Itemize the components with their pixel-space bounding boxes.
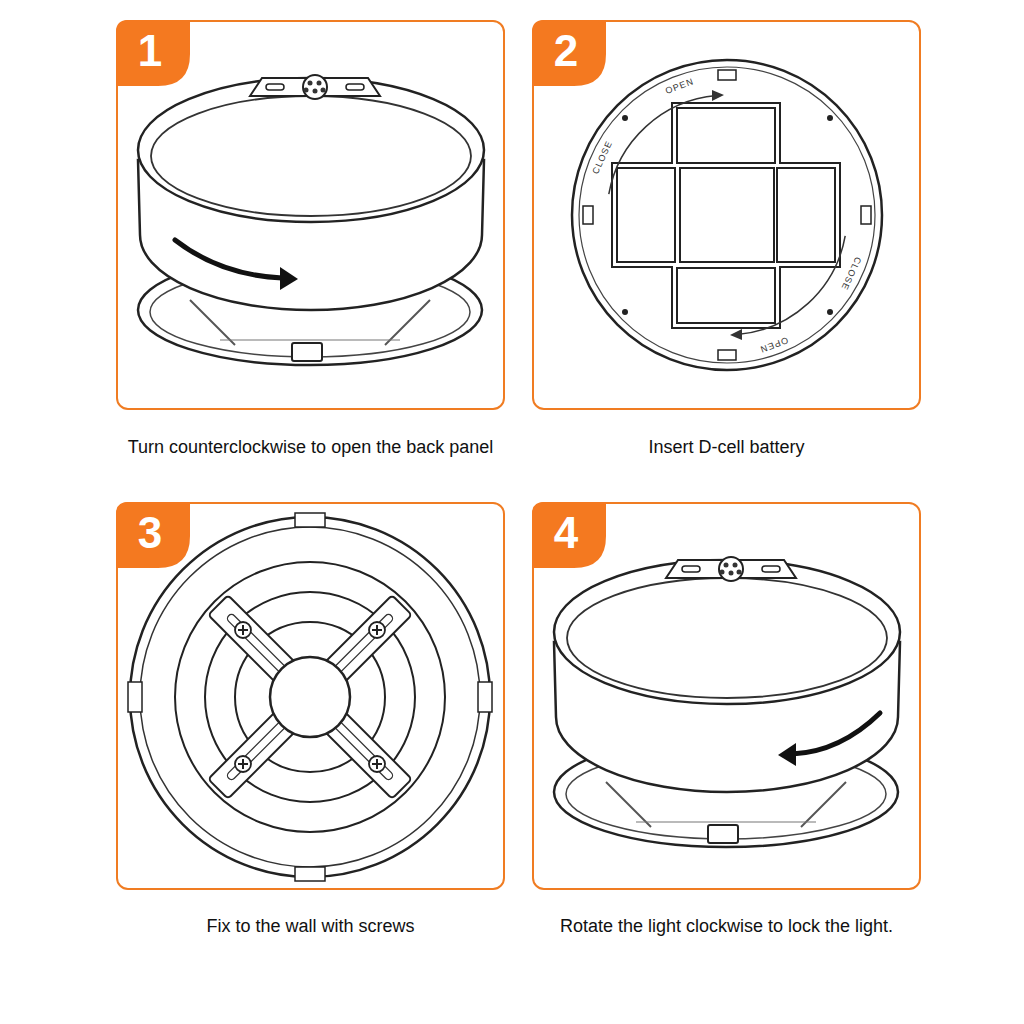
step-panel: Rotate the light clockwise to lock the l… <box>532 502 921 941</box>
step-badge: 2 <box>532 20 606 86</box>
direction-label: CLOSE <box>591 139 614 175</box>
step-badge: 3 <box>116 502 190 568</box>
step-panel: Turn counterclockwise to open the back p… <box>116 20 505 462</box>
step-badge: 1 <box>116 20 190 86</box>
step-caption: Rotate the light clockwise to lock the l… <box>532 915 921 937</box>
lamp-drawing <box>138 75 484 365</box>
step-caption: Insert D-cell battery <box>532 436 921 458</box>
step-number: 1 <box>116 20 190 86</box>
direction-label: OPEN <box>759 335 790 354</box>
direction-label: OPEN <box>665 77 696 96</box>
step-number: 2 <box>532 20 606 86</box>
step-caption: Fix to the wall with screws <box>116 915 505 937</box>
step-caption: Turn counterclockwise to open the back p… <box>116 436 505 458</box>
mounting-plate <box>128 513 492 881</box>
step-panel: Insert D-cell battery 2 <box>532 20 921 462</box>
battery-compartment <box>572 60 882 370</box>
step-number: 3 <box>116 502 190 568</box>
step-panel: Fix to the wall with screws 3 <box>116 502 505 941</box>
step-badge: 4 <box>532 502 606 568</box>
step-number: 4 <box>532 502 606 568</box>
direction-label: CLOSE <box>839 255 862 291</box>
lamp-drawing <box>554 557 900 847</box>
